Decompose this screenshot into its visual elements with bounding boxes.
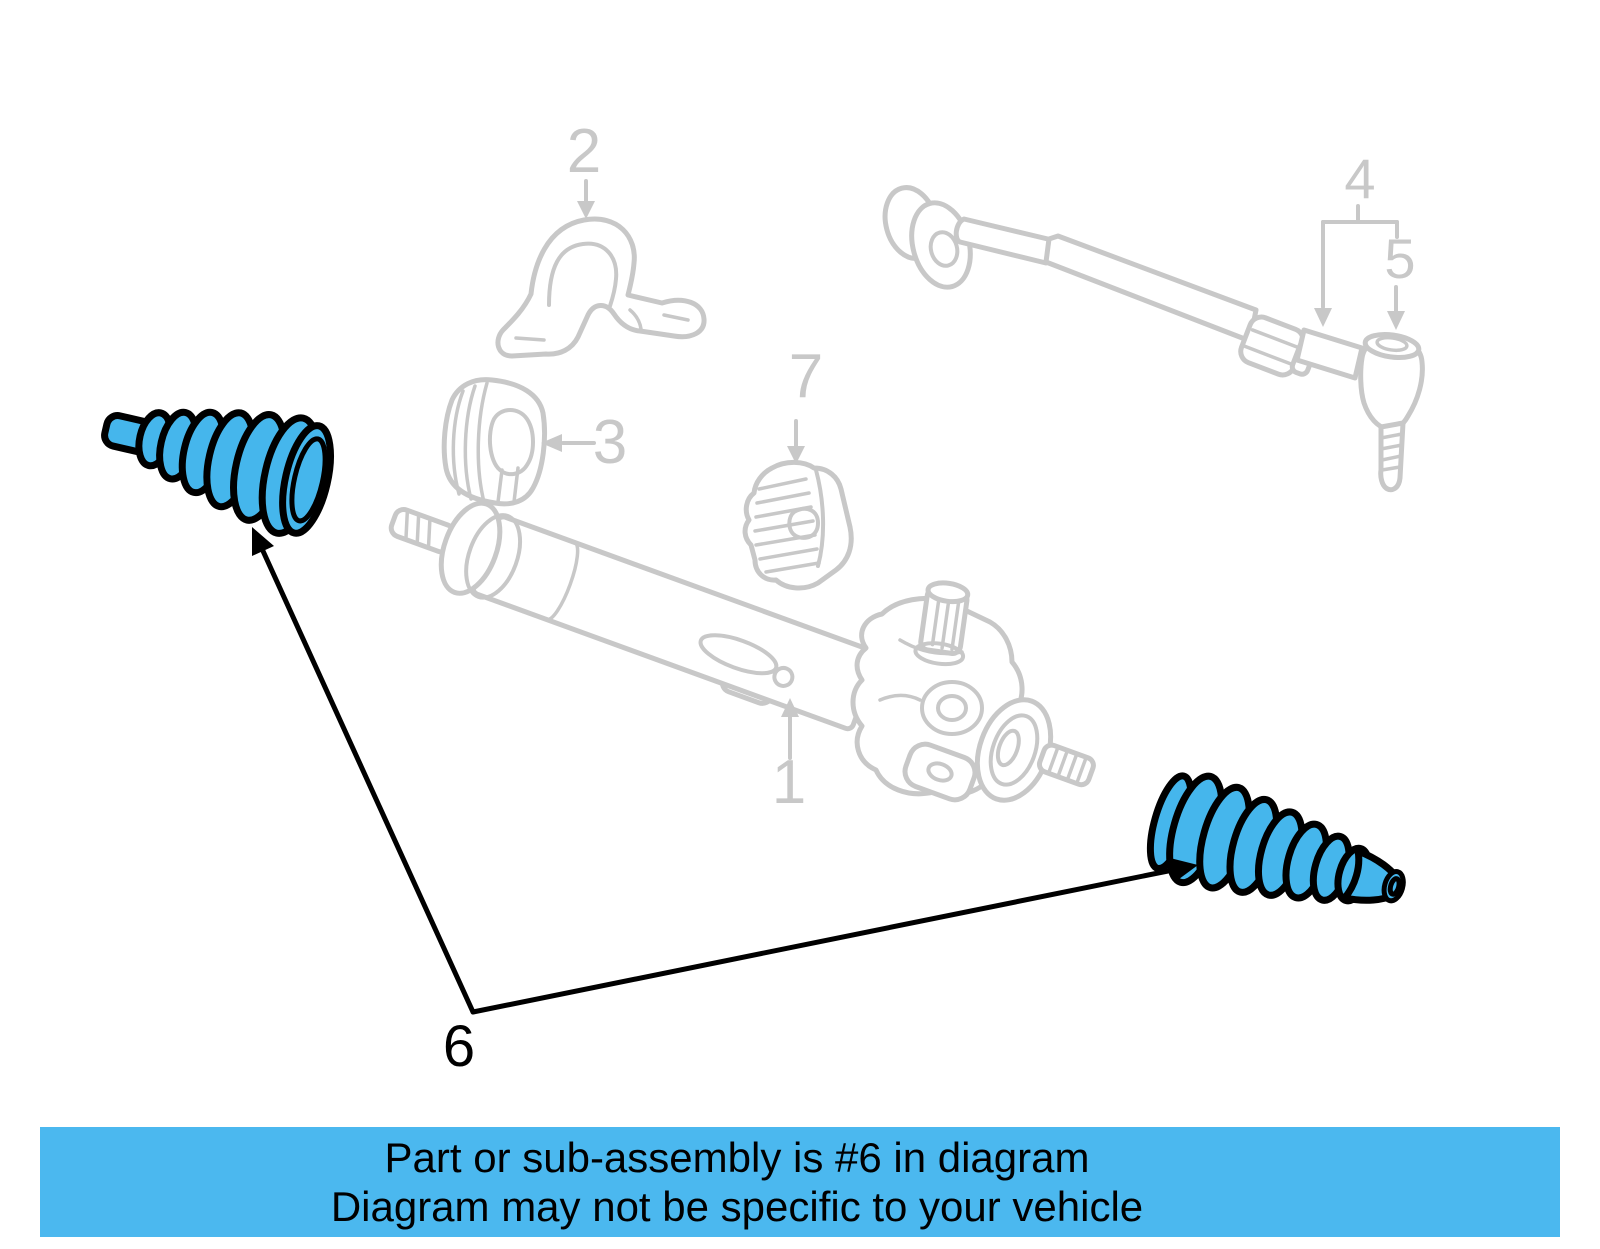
- boot-tip-hole: [1387, 876, 1402, 897]
- part-label-5: 5: [1384, 227, 1415, 290]
- part-6-boot-right: [1146, 772, 1406, 905]
- arrowhead-left-boot: [252, 527, 274, 556]
- parts-diagram-canvas: 2 3 7: [101, 117, 1425, 1079]
- part-4-inner-tie-rod: [882, 185, 1365, 381]
- arrow-line-to-right-boot: [470, 867, 1176, 1015]
- part-label-7: 7: [789, 342, 823, 411]
- part-2-callout: 2: [567, 117, 601, 219]
- arrow-line-to-left-boot: [260, 548, 476, 1015]
- part-label-4: 4: [1344, 147, 1375, 210]
- part-2-clamp-bracket: [495, 216, 707, 359]
- part-label-2: 2: [567, 117, 601, 186]
- input-shaft: [913, 580, 971, 667]
- part-label-3: 3: [593, 408, 627, 477]
- arrow-to-part-2: [577, 201, 595, 219]
- arrow-to-part-1: [781, 698, 799, 717]
- caption-banner: Part or sub-assembly is #6 in diagram Di…: [40, 1127, 1560, 1237]
- rack-threaded-stub: [1036, 742, 1096, 788]
- part-4-5-callout: 4 5: [1314, 147, 1416, 330]
- arrowhead-right-boot: [1170, 858, 1198, 882]
- part-6-callout: 6: [252, 527, 1198, 1079]
- part-3-bushing: [441, 377, 548, 507]
- part-6-boot-left: [101, 408, 334, 537]
- part-1-callout: 1: [772, 698, 806, 817]
- arrow-to-part-4: [1314, 308, 1332, 327]
- caption-line-1: Part or sub-assembly is #6 in diagram: [384, 1134, 1090, 1181]
- boot-opening: [289, 436, 328, 524]
- part-7-callout: 7: [787, 342, 823, 464]
- arrow-to-part-3: [541, 434, 562, 452]
- caption-line-2: Diagram may not be specific to your vehi…: [330, 1183, 1144, 1230]
- part-7-bracket: [742, 459, 854, 591]
- part-label-6: 6: [443, 1014, 475, 1079]
- arrow-to-part-7: [787, 446, 805, 464]
- arrow-to-part-5: [1387, 311, 1405, 330]
- part-1-steering-gear: [388, 500, 1096, 803]
- part-3-callout: 3: [541, 408, 627, 477]
- part-5-tie-rod-end: [1358, 331, 1425, 493]
